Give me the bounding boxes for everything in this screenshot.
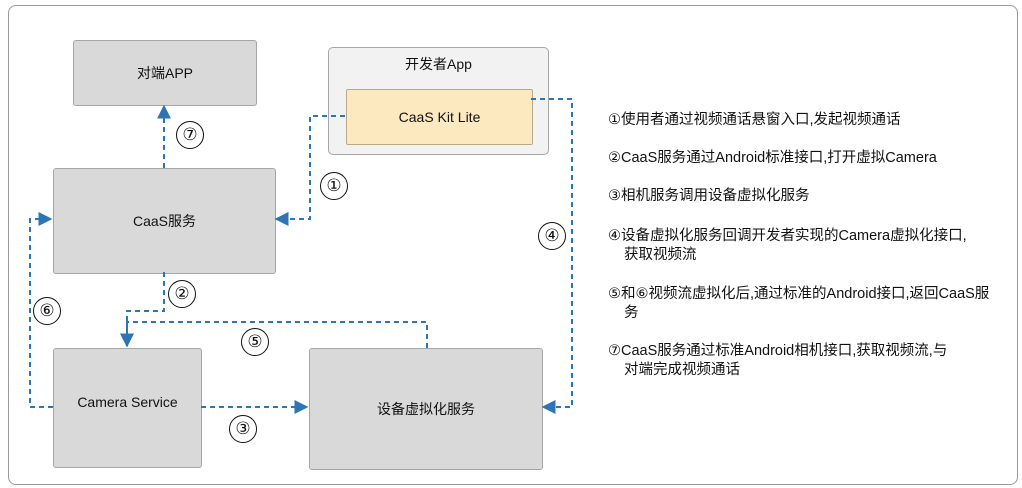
developer-app-label: 开发者App <box>405 56 472 72</box>
arrow-step-5 <box>120 321 428 348</box>
camera-service-label: Camera Service <box>77 394 178 410</box>
developer-app-box: 开发者App CaaS Kit Lite <box>328 47 549 155</box>
legend-item-1: ①使用者通过视频通话悬窗入口,发起视频通话 <box>608 112 901 128</box>
caas-service-label: CaaS服务 <box>132 213 197 229</box>
caas-kit-lite-box: CaaS Kit Lite <box>346 89 533 145</box>
step-marker-2: ② <box>168 280 196 308</box>
step-marker-7: ⑦ <box>176 121 204 149</box>
caas-kit-lite-label: CaaS Kit Lite <box>398 109 481 125</box>
step-marker-6: ⑥ <box>33 297 61 325</box>
camera-service-box: Camera Service <box>53 348 202 468</box>
arrow-step-6 <box>29 212 53 408</box>
legend-item-4: ④设备虚拟化服务回调开发者实现的Camera虚拟化接口,获取视频流 <box>608 228 967 263</box>
step-marker-3: ③ <box>229 415 257 443</box>
step-marker-1: ① <box>320 172 348 200</box>
peer-app-label: 对端APP <box>136 65 193 81</box>
legend-item-5: ⑤和⑥视频流虚拟化后,通过标准的Android接口,返回CaaS服务 <box>608 286 990 321</box>
legend-item-6: ⑦CaaS服务通过标准Android相机接口,获取视频流,与对端完成视频通话 <box>608 343 948 378</box>
peer-app-box: 对端APP <box>73 40 257 106</box>
legend-item-2: ②CaaS服务通过Android标准接口,打开虚拟Camera <box>608 150 937 166</box>
legend-item-3: ③相机服务调用设备虚拟化服务 <box>608 188 810 204</box>
step-marker-5: ⑤ <box>241 328 269 356</box>
step-marker-4: ④ <box>538 222 566 250</box>
arrow-step-1 <box>274 115 345 226</box>
device-virtualization-label: 设备虚拟化服务 <box>377 401 475 417</box>
arrow-step-2 <box>120 272 165 348</box>
arrow-step-4 <box>531 98 573 414</box>
